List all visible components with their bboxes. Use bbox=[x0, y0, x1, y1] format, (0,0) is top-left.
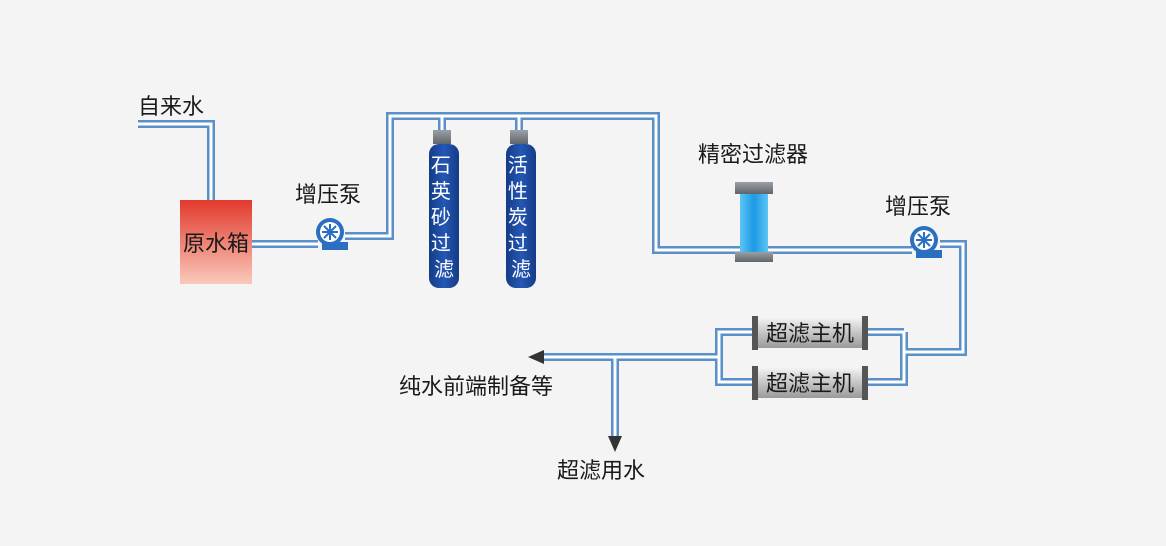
uf-host-2 bbox=[752, 366, 868, 400]
pipe-network bbox=[138, 112, 967, 438]
uf-host-1-label: 超滤主机 bbox=[766, 322, 854, 347]
activated-carbon-filter bbox=[506, 130, 536, 288]
uf-water-output-label: 超滤用水 bbox=[557, 459, 645, 484]
arrow-left-icon bbox=[528, 350, 544, 364]
precision-filter-label: 精密过滤器 bbox=[698, 143, 808, 168]
raw-water-tank: 原水箱 bbox=[180, 200, 252, 284]
quartz-filter-label: 石 英 砂 过 滤 bbox=[431, 153, 457, 281]
pure-water-output-label: 纯水前端制备等 bbox=[399, 375, 553, 400]
booster-pump-2 bbox=[910, 226, 942, 258]
precision-filter bbox=[735, 182, 773, 262]
pump-2-label: 增压泵 bbox=[885, 195, 951, 220]
uf-host-1 bbox=[752, 316, 868, 350]
booster-pump-1 bbox=[316, 218, 348, 250]
uf-host-2-label: 超滤主机 bbox=[766, 372, 854, 397]
raw-tank-label: 原水箱 bbox=[183, 232, 249, 257]
quartz-sand-filter bbox=[429, 130, 459, 288]
tap-water-label: 自来水 bbox=[138, 95, 204, 120]
pump-1-label: 增压泵 bbox=[295, 183, 361, 208]
arrow-down-icon bbox=[608, 436, 622, 452]
carbon-filter-label: 活 性 炭 过 滤 bbox=[508, 153, 534, 281]
